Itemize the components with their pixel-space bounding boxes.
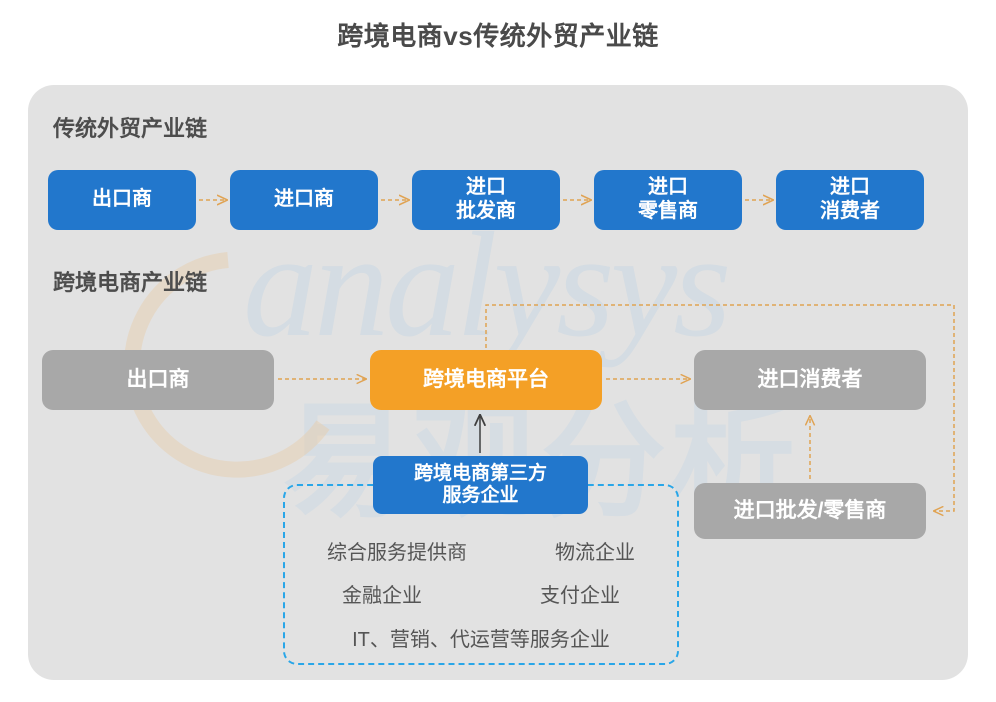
node-traditional-importer[interactable]: 进口商 (230, 170, 378, 230)
third-party-services-list: 综合服务提供商 物流企业 金融企业 支付企业 IT、营销、代运营等服务企业 (283, 525, 679, 665)
node-traditional-import-wholesaler[interactable]: 进口 批发商 (412, 170, 560, 230)
service-row: 综合服务提供商 物流企业 (283, 536, 679, 565)
section-header-traditional: 传统外贸产业链 (53, 116, 208, 141)
node-traditional-import-retailer[interactable]: 进口 零售商 (594, 170, 742, 230)
node-traditional-exporter[interactable]: 出口商 (48, 170, 196, 230)
service-item: 物流企业 (555, 542, 635, 565)
node-cbec-platform[interactable]: 跨境电商平台 (370, 350, 602, 410)
service-item: 金融企业 (342, 585, 422, 608)
service-item: 支付企业 (540, 585, 620, 608)
node-cbec-import-wholesale-retail[interactable]: 进口批发/零售商 (694, 483, 926, 539)
service-item: 综合服务提供商 (327, 542, 467, 565)
diagram-panel: analysys 易观分析 传统外贸产业链 出口商 进口商 进口 批发商 进口 … (28, 85, 968, 680)
node-cbec-exporter[interactable]: 出口商 (42, 350, 274, 410)
section-header-cross-border: 跨境电商产业链 (53, 270, 208, 295)
service-row: IT、营销、代运营等服务企业 (283, 623, 679, 652)
service-row: 金融企业 支付企业 (283, 579, 679, 608)
page-title: 跨境电商vs传统外贸产业链 (337, 21, 659, 51)
node-traditional-import-consumer[interactable]: 进口 消费者 (776, 170, 924, 230)
service-item: IT、营销、代运营等服务企业 (352, 628, 610, 651)
node-cbec-third-party-services[interactable]: 跨境电商第三方 服务企业 (373, 456, 588, 514)
node-cbec-import-consumer[interactable]: 进口消费者 (694, 350, 926, 410)
